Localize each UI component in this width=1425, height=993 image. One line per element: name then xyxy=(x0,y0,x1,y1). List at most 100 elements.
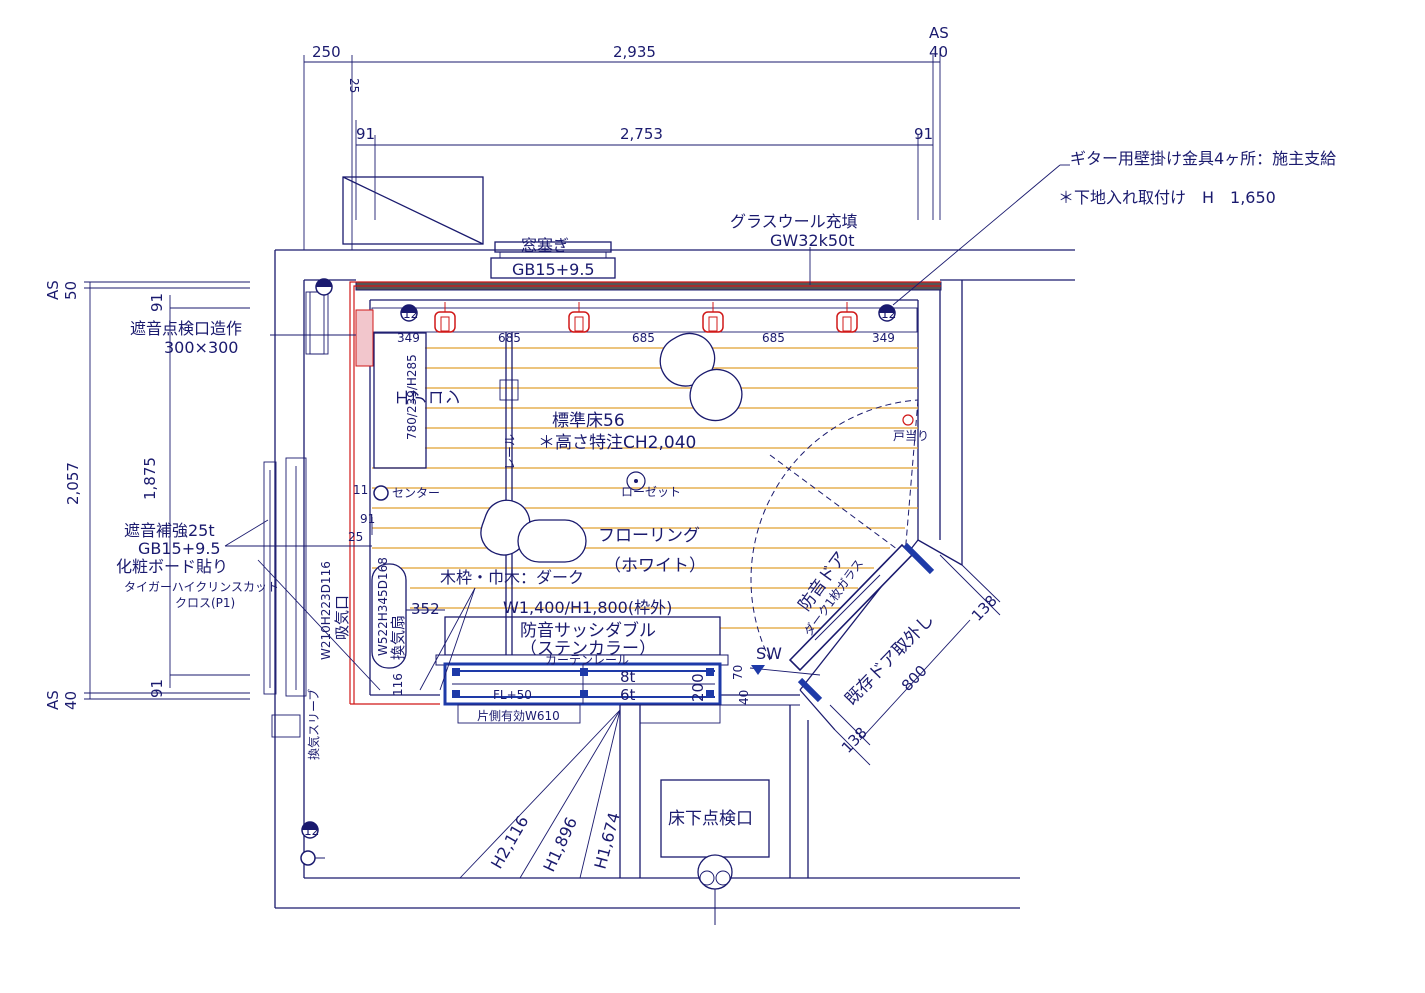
door-stop-label: 戸当り xyxy=(893,429,929,443)
door-stop-icon xyxy=(902,414,914,426)
guitar-hangers xyxy=(434,302,858,333)
standard-floor-label: 標準床56 xyxy=(552,411,625,431)
chair-top xyxy=(659,332,743,422)
inspection-hatch-label: 遮音点検口造作 xyxy=(130,319,242,338)
dim-top-2935: 2,935 xyxy=(613,43,656,61)
dim-138-top: 138 xyxy=(968,592,1001,625)
flooring-lines xyxy=(372,347,918,629)
floor-hatch-label: 床下点検口 xyxy=(668,809,753,829)
outlet-label: 12 xyxy=(403,307,418,321)
aircon-label: エアコン xyxy=(393,390,461,410)
outlet-label: 12 xyxy=(304,824,319,838)
switch-icon xyxy=(751,665,765,675)
outlet-icon xyxy=(373,485,389,501)
inspection-size-label: 300×300 xyxy=(164,338,238,357)
dim-11: 11 xyxy=(353,483,368,497)
vent-sleeve-label: 換気スリーブ xyxy=(306,689,321,760)
aircon-unit: エアコン 780/239/H285 xyxy=(373,332,461,469)
rosette-icon xyxy=(626,471,646,491)
left-dimension-lines: AS 50 91 2,057 1,875 91 AS 40 xyxy=(44,280,250,710)
cloth-spec-label: タイガーハイクリンスカット xyxy=(124,580,279,594)
wall-reinforce-label: 遮音補強25t xyxy=(124,521,215,540)
window-gb-label: GB15+9.5 xyxy=(512,260,595,279)
fan-spec: W522H345D168 xyxy=(376,557,390,656)
dim-349-right: 349 xyxy=(872,331,895,345)
dim-left-91-top: 91 xyxy=(148,293,166,312)
dim-left-as-top: AS xyxy=(44,280,62,300)
rosette-label: ローゼット xyxy=(621,485,681,499)
dim-138-bottom: 138 xyxy=(838,724,871,757)
glass-wool-spec: GW32k50t xyxy=(770,231,854,250)
dim-70: 70 xyxy=(731,665,745,680)
guitar-hanger-icon xyxy=(434,302,456,333)
top-dimension-lines: 250 2,935 AS 40 25 91 2,753 91 xyxy=(303,24,949,250)
outlet-icon xyxy=(878,304,896,322)
dim-685-1: 685 xyxy=(498,331,521,345)
text-labels: ギター用壁掛け金具4ヶ所：施主支給 ＊下地入れ取付け H 1,650 グラスウー… xyxy=(116,149,1336,875)
ventilation-fan: W522H345D168 換気扇 xyxy=(371,557,407,669)
sash-name-label: 防音サッシダブル xyxy=(520,620,656,641)
dim-352: 352 xyxy=(411,600,440,618)
dim-top-2753: 2,753 xyxy=(620,125,663,143)
guitar-hanger-icon xyxy=(836,302,858,333)
center-label: センター xyxy=(392,486,440,500)
fan-label: 換気扇 xyxy=(389,615,407,660)
vent-open-label: W210H223D116 xyxy=(319,561,333,660)
sound-door xyxy=(750,399,1001,766)
sash-6t: 6t xyxy=(620,686,636,704)
furniture: レール xyxy=(480,332,914,660)
soundproof-room xyxy=(305,281,942,705)
dim-685-2: 685 xyxy=(632,331,655,345)
flooring-label: フローリング xyxy=(598,526,700,546)
guitar-hanger-icon xyxy=(702,302,724,333)
sash-effective: 片側有効W610 xyxy=(477,708,560,723)
chair-bottom xyxy=(480,499,587,563)
wood-frame-label: 木枠・巾木：ダーク xyxy=(440,568,584,587)
sw-label: SW xyxy=(756,644,782,663)
dim-116: 116 xyxy=(391,673,405,696)
curtain-rail-label: カーテンレール xyxy=(545,653,629,667)
sash-window: カーテンレール 8t 6t FL+50 200 片側有効W610 xyxy=(435,616,729,724)
dim-left-2057: 2,057 xyxy=(64,462,82,505)
dim-left-1875: 1,875 xyxy=(141,457,159,500)
dim-left-91-bottom: 91 xyxy=(148,679,166,698)
sash-color-label: （ステンカラー） xyxy=(520,639,656,659)
cosmetic-board-label: 化粧ボード貼り xyxy=(116,557,228,576)
flooring-color-label: （ホワイト） xyxy=(604,556,706,576)
window-block-label: 窓塞ぎ xyxy=(521,236,569,255)
guitar-mount-rail xyxy=(371,307,918,333)
outside-area xyxy=(263,457,809,925)
building-walls xyxy=(274,176,1075,909)
guitar-mount-note: ギター用壁掛け金具4ヶ所：施主支給 xyxy=(1070,149,1336,168)
sash-fl: FL+50 xyxy=(493,688,532,702)
dim-top-as: AS xyxy=(929,24,949,42)
dim-800: 800 xyxy=(898,662,931,695)
glass-wool-label: グラスウール充填 xyxy=(730,212,858,231)
h-1674-label: H1,674 xyxy=(591,810,624,871)
dim-top-25: 25 xyxy=(347,78,361,93)
wall-gb-label: GB15+9.5 xyxy=(138,539,221,558)
aircon-size: 780/239/H285 xyxy=(405,354,419,440)
sash-size-label: W1,400/H1,800(枠外) xyxy=(503,598,672,617)
cloth-code-label: クロス(P1) xyxy=(175,596,235,610)
outlet-icon xyxy=(315,278,333,296)
leader-lines xyxy=(224,164,1070,691)
dim-top-40: 40 xyxy=(929,43,948,61)
inspection-hatch-area xyxy=(355,309,374,367)
existing-door-label: 既存ドア取外し xyxy=(841,610,938,709)
ceiling-height-label: ＊高さ特注CH2,040 xyxy=(538,433,696,453)
dim-top-250: 250 xyxy=(312,43,341,61)
guitar-hanger-icon xyxy=(568,302,590,333)
h-1896-label: H1,896 xyxy=(539,814,581,874)
vent-label: 吸気口 xyxy=(333,595,351,640)
sash-8t: 8t xyxy=(620,668,636,686)
dim-349-left: 349 xyxy=(397,331,420,345)
dim-40: 40 xyxy=(737,690,751,705)
wall-dimensions: 349 685 685 685 349 11 91 25 352 116 70 … xyxy=(348,331,895,705)
outlet-label: 12 xyxy=(881,307,896,321)
drain-icon xyxy=(697,854,733,925)
dim-top-91-right: 91 xyxy=(914,125,933,143)
dim-top-91-left: 91 xyxy=(356,125,375,143)
outlet-icon xyxy=(301,821,319,839)
